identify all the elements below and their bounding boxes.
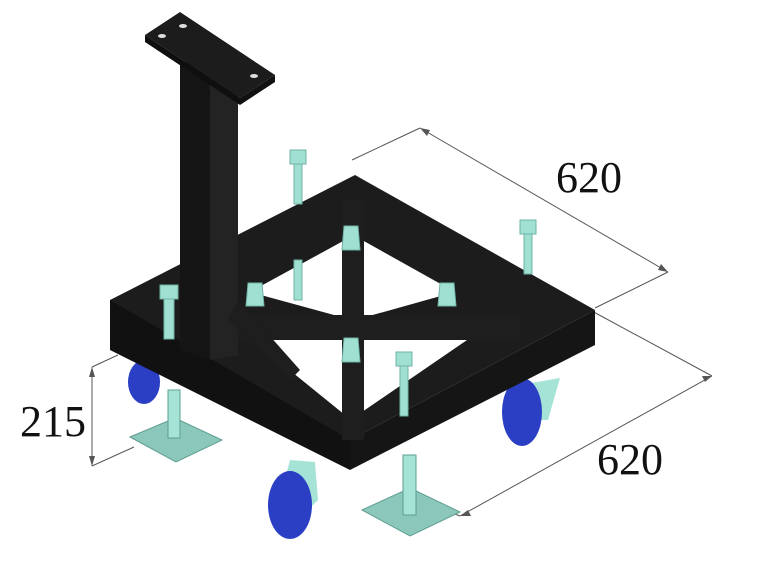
spigots: [159, 149, 537, 417]
caster-front: [268, 460, 318, 539]
leveling-foot-front: [360, 454, 462, 537]
caster-right: [502, 378, 560, 446]
dimension-label-top-width: 620: [556, 153, 622, 202]
center-mast: [145, 12, 300, 380]
dimension-label-bottom-width: 620: [597, 435, 663, 484]
dimension-label-height: 215: [20, 397, 86, 446]
leveling-foot-left: [128, 389, 224, 463]
dimension-arrows: [89, 128, 712, 516]
cross-members: [235, 200, 520, 440]
